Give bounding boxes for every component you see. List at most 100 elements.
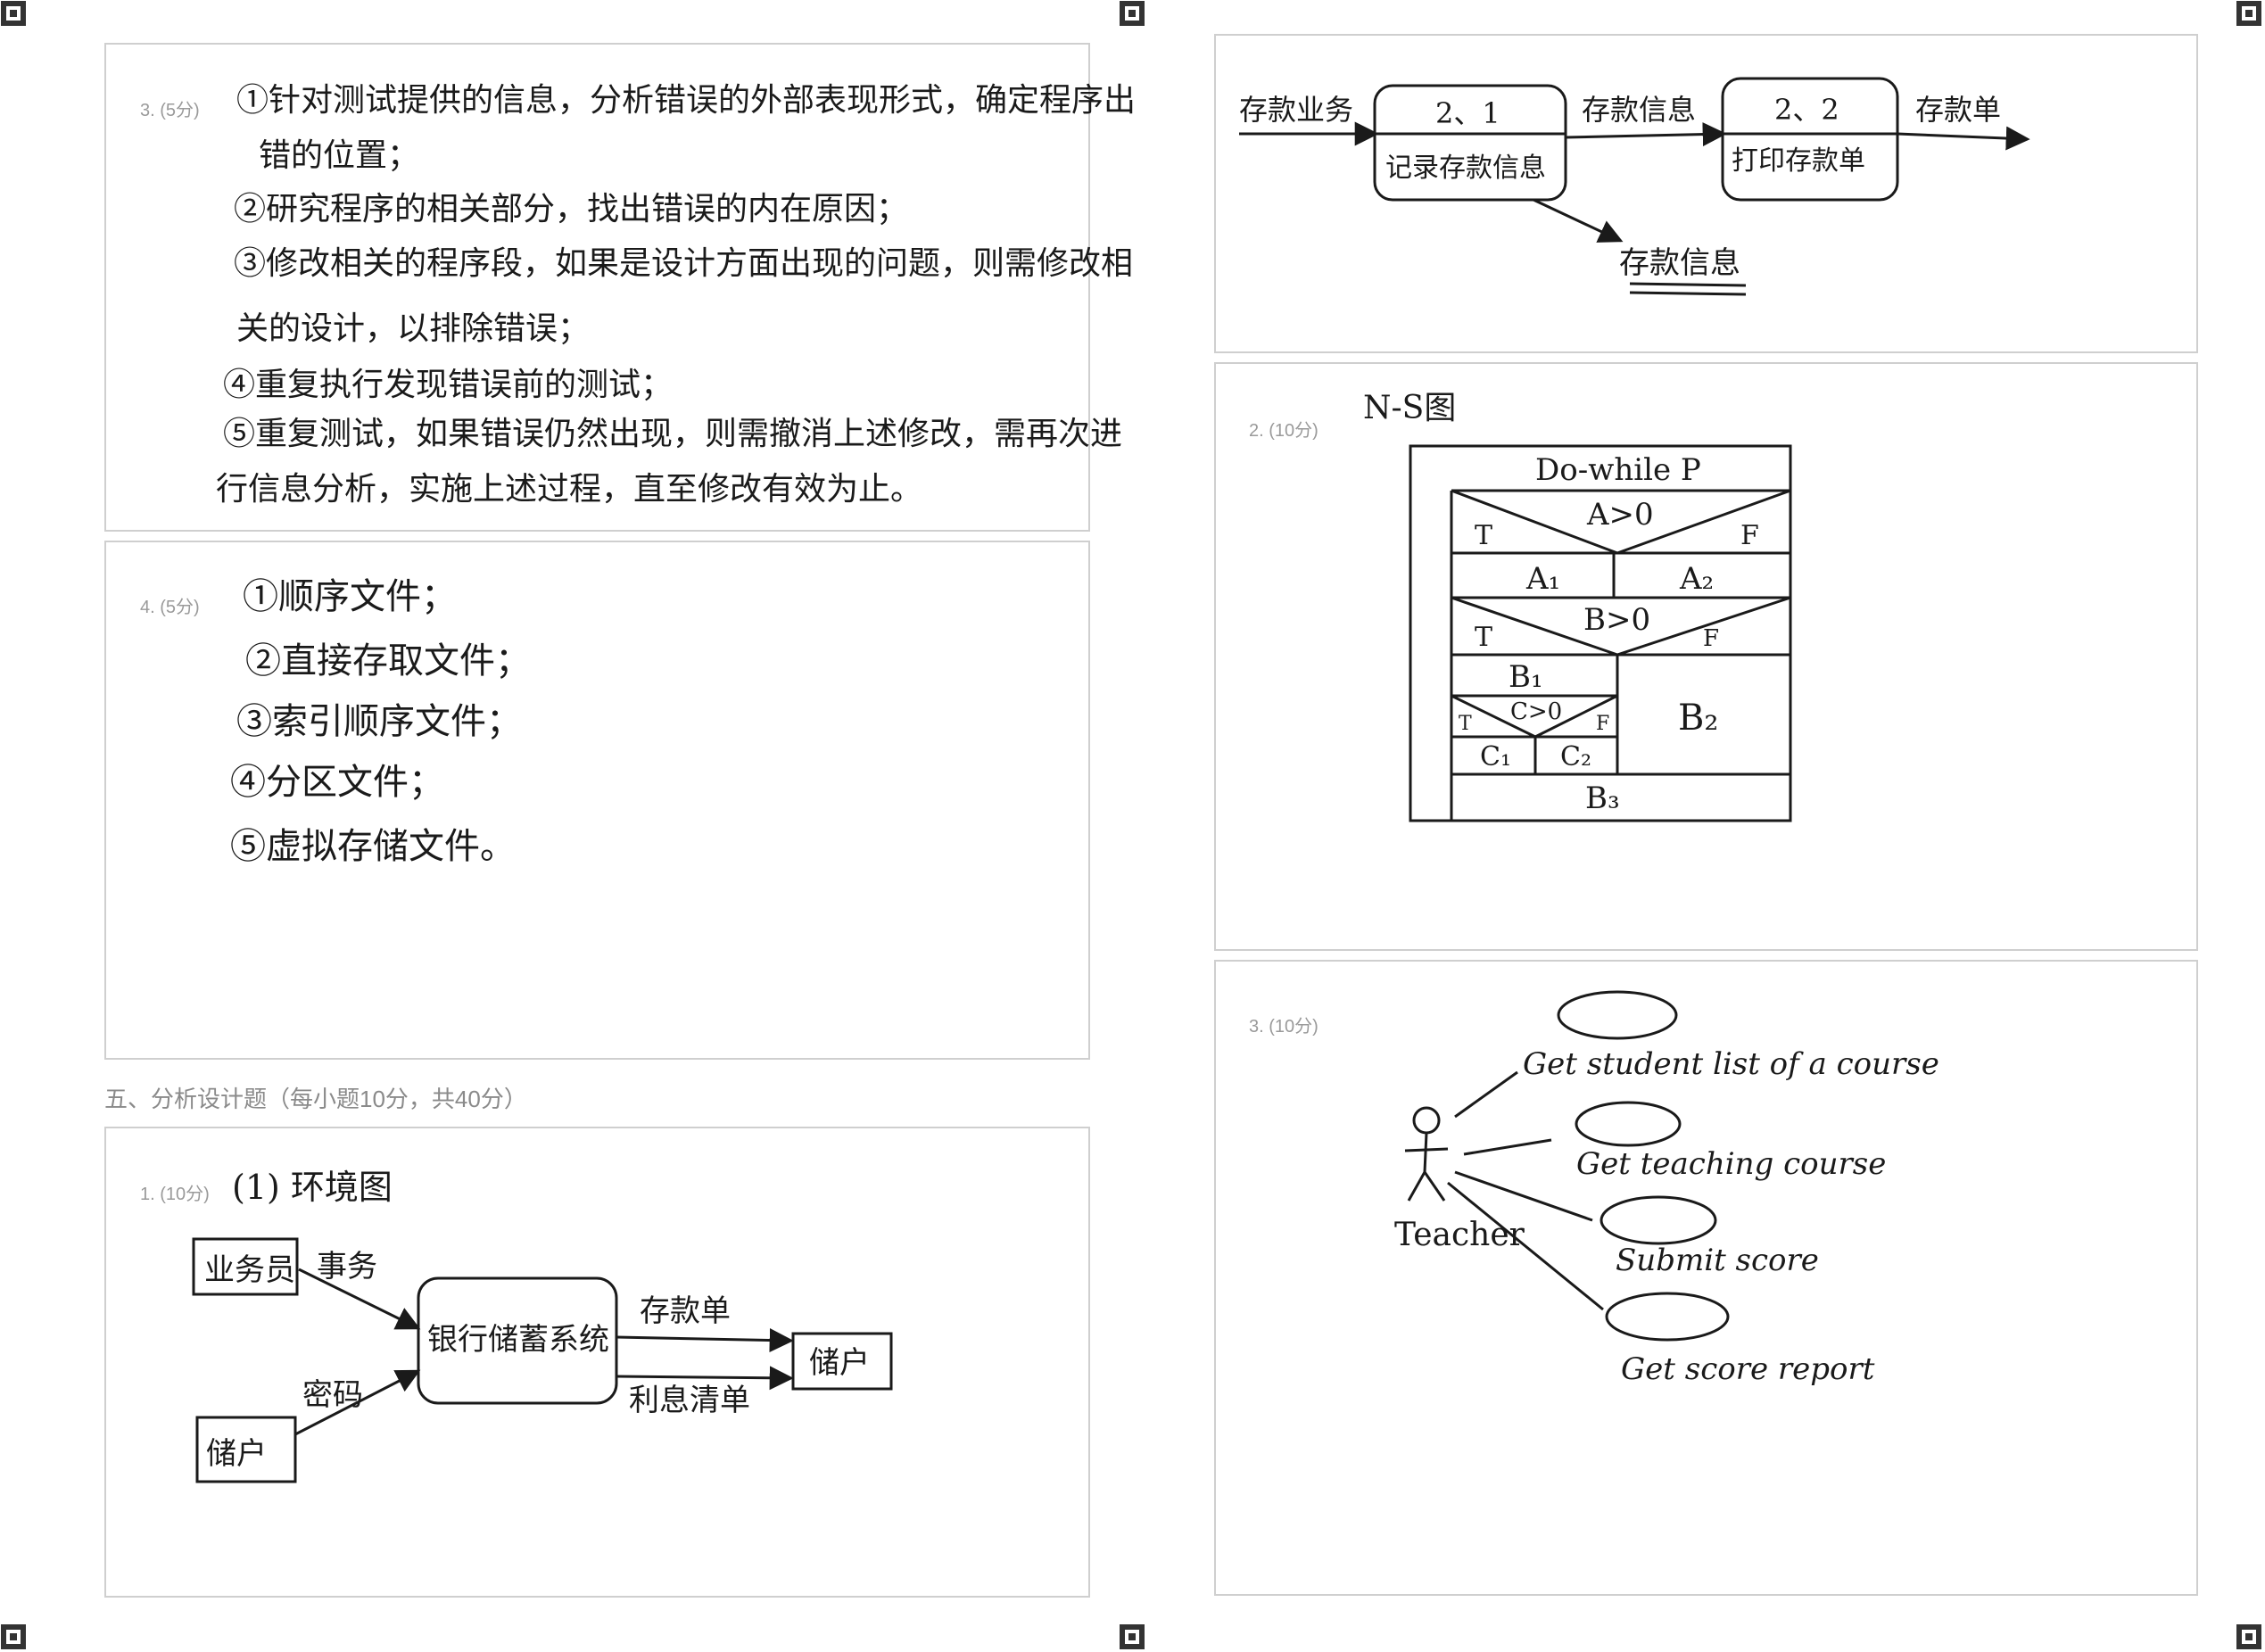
teacher-actor-body	[1423, 1132, 1428, 1173]
q4-item-2: ②直接存取文件；	[245, 640, 531, 681]
corner-marker-top-center	[1120, 1, 1145, 26]
teacher-actor-leg-right	[1423, 1171, 1446, 1202]
deposit-slip-arrow	[616, 1328, 794, 1353]
dfd-process-1-id: 2、1	[1435, 96, 1500, 130]
dfd-process-2-name: 打印存款单	[1732, 145, 1865, 177]
q4-item-5: ⑤虚拟存储文件。	[230, 826, 516, 867]
corner-marker-bottom-right	[2236, 1624, 2261, 1649]
ns-cond3-left-diag	[1451, 694, 1536, 739]
ns-cond2-true: T	[1475, 622, 1492, 653]
q3-line-5: 关的设计，以排除错误；	[236, 310, 591, 347]
ns-a2-label: A₂	[1679, 561, 1714, 597]
corner-marker-bottom-left	[1, 1624, 26, 1649]
use-case-1-label: Get student list of a course	[1523, 1046, 1939, 1082]
q3-line-3: ②研究程序的相关部分，找出错误的内在原因；	[234, 191, 909, 227]
answer-box-q3	[104, 43, 1090, 532]
transaction-arrow	[298, 1268, 421, 1330]
answer-box-context-diagram	[104, 1127, 1090, 1598]
deposit-slip-label: 存款单	[640, 1293, 731, 1329]
ns-b1-label: B₁	[1509, 659, 1543, 695]
q3-line-7: ⑤重复测试，如果错误仍然出现，则需撤消上述修改，需再次进	[223, 416, 1123, 452]
ns-c1-label: C₁	[1480, 741, 1511, 772]
ns-diagram-title: N-S图	[1363, 390, 1457, 426]
use-case-3-ellipse	[1600, 1195, 1717, 1245]
q3-line-2: 错的位置；	[259, 137, 420, 174]
transaction-label: 事务	[317, 1249, 377, 1284]
depositor-right-box	[791, 1332, 893, 1391]
ns-cond1-left-diag	[1451, 489, 1618, 555]
q4-item-1: ①顺序文件；	[243, 576, 457, 617]
ns-cond2-label: B>0	[1583, 602, 1650, 638]
q3-line-1: ①针对测试提供的信息，分析错误的外部表现形式，确定程序出	[236, 82, 1137, 119]
ns-cond2-false: F	[1703, 625, 1719, 652]
use-case-3-label: Submit score	[1616, 1243, 1819, 1278]
interest-list-arrow	[616, 1366, 794, 1391]
ns-cond3-true: T	[1459, 713, 1472, 735]
dfd-flow-arrow	[1565, 122, 1727, 147]
question-number-q3: 3. (5分)	[140, 101, 200, 120]
dfd-store-line-2	[1629, 291, 1747, 296]
context-diagram: 业务员 事务 银行储蓄系统 储户 密码 存款单 利息清单 储户	[192, 1237, 893, 1483]
dfd-output-label: 存款单	[1915, 93, 2001, 127]
password-arrow	[294, 1369, 421, 1436]
teacher-actor-label: Teacher	[1394, 1217, 1525, 1253]
corner-marker-top-left	[1, 1, 26, 26]
dfd-process-1	[1373, 84, 1567, 202]
question-number-analysis-q1: 1. (10分)	[140, 1185, 210, 1204]
ns-diagram: Do-while P A>0 T F A₁ A₂ B>0 T F B₁ B₂ C…	[1409, 444, 1792, 822]
ns-b2-label: B₂	[1678, 698, 1718, 739]
interest-list-label: 利息清单	[629, 1383, 750, 1418]
use-case-1-ellipse	[1557, 990, 1678, 1040]
teacher-actor-leg-left	[1407, 1171, 1426, 1202]
teacher-actor-head	[1412, 1106, 1441, 1135]
dfd-process-1-name: 记录存款信息	[1385, 153, 1546, 184]
context-diagram-heading: (1) 环境图	[232, 1168, 393, 1207]
use-case-diagram: Teacher Get student list of a course Get…	[1394, 990, 1939, 1387]
use-case-2-label: Get teaching course	[1576, 1146, 1886, 1182]
ns-cond1-right-diag	[1616, 489, 1791, 555]
q4-item-4: ④分区文件；	[230, 762, 444, 803]
corner-marker-bottom-center	[1120, 1624, 1145, 1649]
q3-line-6: ④重复执行发现错误前的测试；	[223, 367, 674, 403]
q3-line-8: 行信息分析，实施上述过程，直至修改有效为止。	[216, 471, 923, 508]
ns-a1-label: A₁	[1525, 561, 1560, 597]
depositor-right-label: 储户	[809, 1345, 870, 1381]
q3-line-4: ③修改相关的程序段，如果是设计方面出现的问题，则需修改相	[234, 245, 1134, 282]
ns-cond3-right-diag	[1534, 694, 1618, 739]
answer-box-use-case	[1214, 960, 2198, 1596]
ns-cond1-false: F	[1740, 520, 1759, 551]
question-number-ns: 2. (10分)	[1249, 421, 1318, 441]
depositor-left-box	[195, 1416, 297, 1483]
q4-item-3: ③索引顺序文件；	[236, 701, 522, 742]
question-number-q4: 4. (5分)	[140, 598, 200, 617]
clerk-box	[192, 1237, 299, 1296]
dfd-store-line-1	[1629, 282, 1747, 287]
dfd-process-2-id: 2、2	[1774, 93, 1839, 127]
dfd-output-arrow	[1897, 126, 2030, 151]
dfd-store-label: 存款信息	[1619, 245, 1740, 281]
use-case-2-ellipse	[1575, 1101, 1682, 1147]
dfd-store-arrow	[1533, 198, 1624, 243]
answer-box-q4	[104, 541, 1090, 1060]
ns-cond1-true: T	[1475, 520, 1492, 551]
association-4	[1447, 1181, 1604, 1311]
ns-b3-label: B₃	[1585, 781, 1620, 816]
question-number-use-case: 3. (10分)	[1249, 1017, 1318, 1037]
association-1	[1454, 1070, 1518, 1119]
teacher-actor-arms	[1404, 1147, 1449, 1152]
corner-marker-top-right	[2236, 1, 2261, 26]
ns-cond2-right-diag	[1616, 596, 1791, 657]
clerk-label: 业务员	[204, 1252, 295, 1288]
system-box	[417, 1276, 618, 1405]
use-case-4-ellipse	[1605, 1292, 1730, 1342]
use-case-4-label: Get score report	[1621, 1351, 1875, 1387]
dfd-input-label: 存款业务	[1239, 93, 1353, 127]
answer-box-ns-diagram	[1214, 362, 2198, 951]
ns-outer-frame	[1409, 444, 1792, 822]
depositor-left-label: 储户	[206, 1436, 267, 1472]
ns-cond2-left-diag	[1451, 596, 1618, 657]
data-flow-diagram: 存款业务 2、1 记录存款信息 存款信息 2、2 打印存款单 存款单 存款信息	[1239, 77, 2030, 296]
ns-cond1-label: A>0	[1586, 497, 1654, 533]
association-3	[1454, 1170, 1593, 1222]
ns-c2-label: C₂	[1560, 741, 1591, 772]
